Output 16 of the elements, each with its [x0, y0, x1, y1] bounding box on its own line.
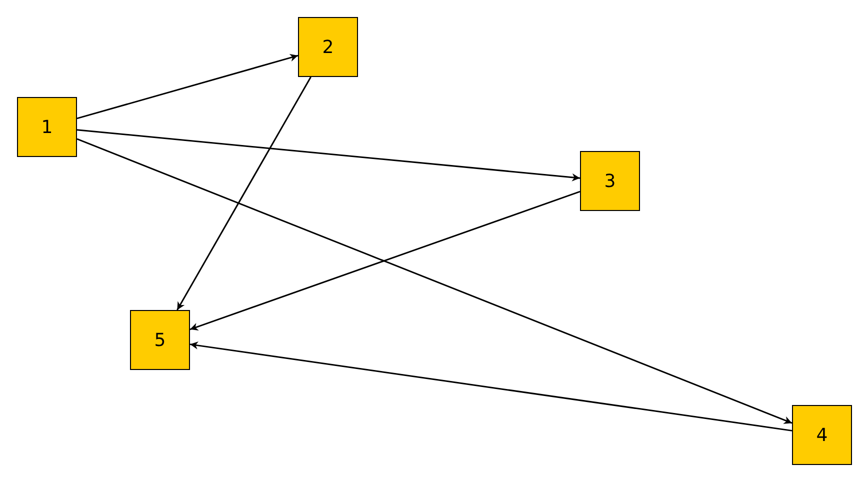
- process-box: [17, 97, 77, 157]
- node-label: 5: [154, 330, 166, 350]
- node-label: 4: [816, 424, 828, 446]
- arrow: [190, 190, 580, 330]
- process-box: [298, 17, 358, 77]
- process-box: [792, 405, 852, 465]
- arrow: [76, 129, 580, 182]
- node-label: 3: [604, 170, 616, 192]
- arrow: [190, 341, 792, 432]
- process-box: [130, 310, 190, 370]
- node-label: 1: [41, 116, 53, 138]
- arrow: [76, 138, 792, 424]
- arrow: [176, 76, 312, 310]
- arrow: [76, 54, 298, 120]
- node-label: 2: [322, 36, 334, 58]
- process-box: [580, 151, 640, 211]
